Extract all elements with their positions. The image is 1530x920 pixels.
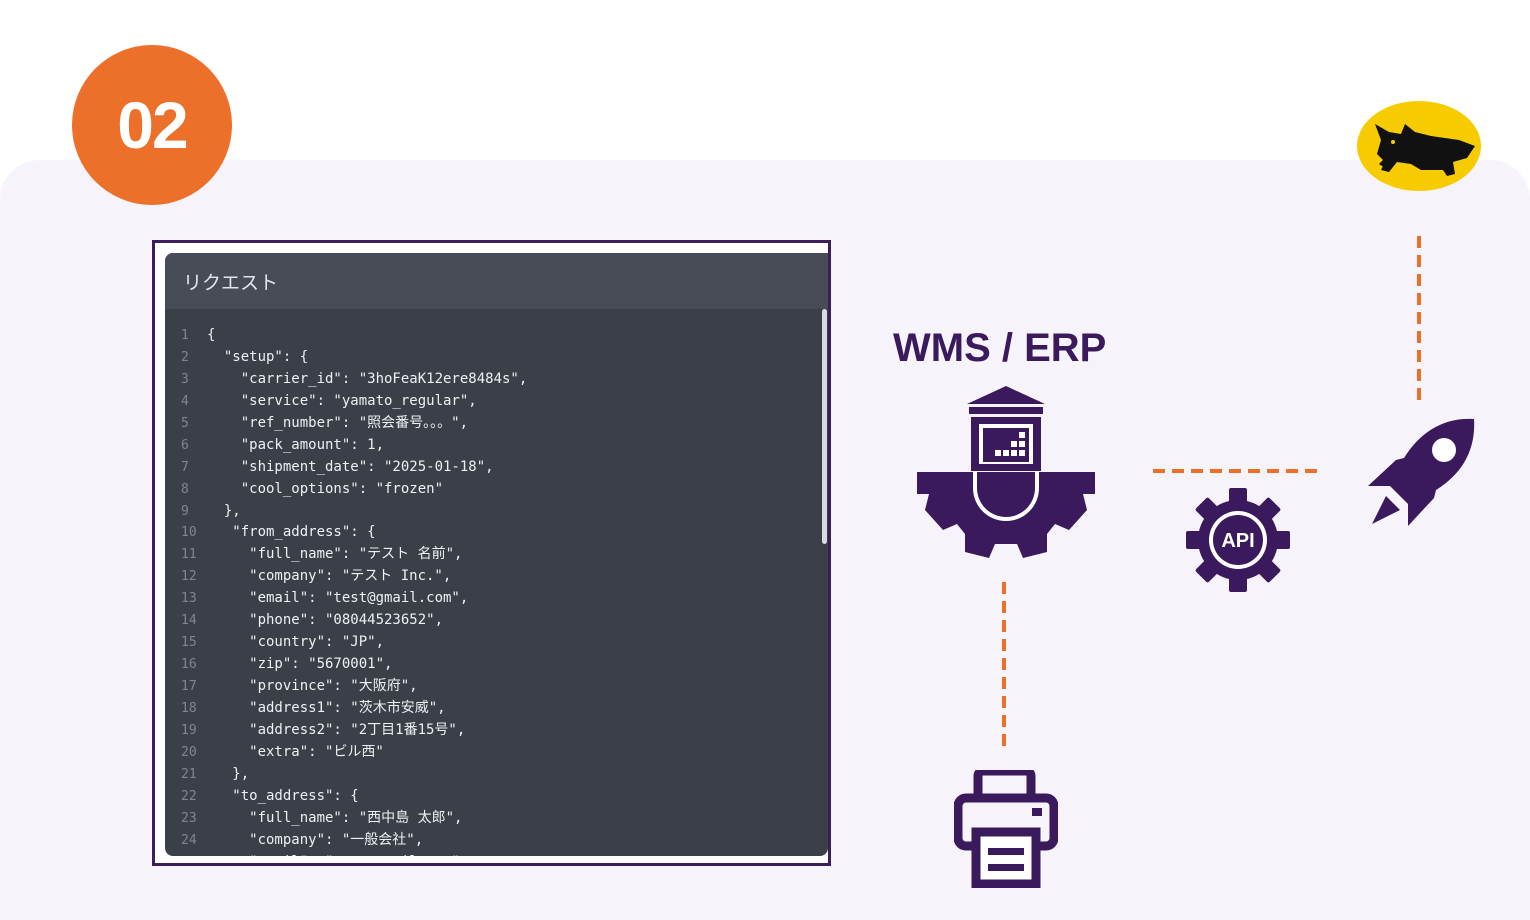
code-text: "extra": "ビル西"	[207, 743, 384, 760]
line-number: 22	[181, 788, 197, 804]
line-number: 5	[181, 415, 189, 431]
line-number: 9	[181, 503, 189, 519]
line-number: 1	[181, 328, 189, 343]
line-number: 8	[181, 481, 189, 497]
code-text: "full_name": "西中島 太郎",	[207, 809, 463, 826]
line-number: 18	[181, 700, 197, 716]
code-text: "country": "JP",	[207, 634, 385, 651]
code-line: 7 "shipment_date": "2025-01-18",	[165, 457, 828, 479]
line-number: 14	[181, 613, 197, 629]
code-line: 21 },	[165, 764, 828, 786]
code-line: 2 "setup": {	[165, 347, 828, 369]
line-number: 19	[181, 722, 197, 738]
code-line: 1{	[165, 325, 828, 347]
code-text: "to_address": {	[207, 787, 359, 804]
line-number: 3	[181, 371, 189, 387]
code-text: "zip": "5670001",	[207, 656, 393, 673]
code-text: "from_address": {	[207, 524, 376, 541]
line-number: 13	[181, 591, 197, 607]
line-number: 17	[181, 679, 197, 694]
line-number: 4	[181, 393, 189, 409]
code-line: 17 "province": "大阪府",	[165, 676, 828, 698]
code-line: 4 "service": "yamato_regular",	[165, 391, 828, 413]
rocket-icon	[1368, 418, 1475, 526]
line-number: 10	[181, 525, 197, 541]
code-text: "address1": "茨木市安威",	[207, 699, 446, 716]
code-text: "phone": "08044523652",	[207, 612, 444, 629]
line-number: 7	[181, 459, 189, 475]
line-number: 24	[181, 832, 197, 848]
code-line: 12 "company": "テスト Inc.",	[165, 566, 828, 588]
code-text: "email": "test@gmail.com",	[207, 854, 468, 857]
code-text: "ref_number": "照会番号。。。",	[207, 414, 469, 431]
code-text: "full_name": "テスト 名前",	[207, 546, 463, 563]
code-text: "province": "大阪府",	[207, 678, 418, 694]
line-number: 15	[181, 635, 197, 651]
line-number: 23	[181, 810, 197, 826]
api-label: API	[1221, 530, 1254, 552]
line-number: 25	[165, 852, 207, 857]
code-line: 15 "country": "JP",	[165, 632, 828, 654]
code-panel-title: リクエスト	[165, 253, 828, 309]
code-line: 16 "zip": "5670001",	[165, 654, 828, 676]
code-line: 20 "extra": "ビル西"	[165, 742, 828, 764]
code-scrollbar[interactable]	[822, 309, 827, 544]
code-text: "service": "yamato_regular",	[207, 392, 477, 409]
code-line: 24 "company": "一般会社",	[165, 830, 828, 852]
line-number: 12	[181, 569, 197, 585]
code-line: 9 },	[165, 501, 828, 523]
code-line: 10 "from_address": {	[165, 522, 828, 544]
api-gear-icon: API	[1186, 488, 1290, 592]
code-text: "shipment_date": "2025-01-18",	[207, 458, 494, 475]
request-code-window: リクエスト 1{2 "setup": {3 "carrier_id": "3ho…	[165, 253, 828, 856]
yamato-cat-logo	[1357, 101, 1481, 191]
code-text: },	[207, 765, 250, 782]
code-line: 18 "address1": "茨木市安威",	[165, 698, 828, 720]
code-text: {	[207, 327, 216, 343]
code-text: "pack_amount": 1,	[207, 436, 385, 453]
code-line: 5 "ref_number": "照会番号。。。",	[165, 413, 828, 435]
step-number-badge: 02	[72, 45, 232, 205]
code-line: 23 "full_name": "西中島 太郎",	[165, 808, 828, 830]
code-text: "carrier_id": "3hoFeaK12ere8484s",	[207, 370, 528, 387]
code-text: },	[207, 502, 241, 519]
code-line: 3 "carrier_id": "3hoFeaK12ere8484s",	[165, 369, 828, 391]
code-line: 13 "email": "test@gmail.com",	[165, 588, 828, 610]
system-label: WMS / ERP	[893, 326, 1107, 370]
code-line: 11 "full_name": "テスト 名前",	[165, 544, 828, 566]
code-line: 14 "phone": "08044523652",	[165, 610, 828, 632]
line-number: 6	[181, 437, 189, 453]
code-line: 19 "address2": "2丁目1番15号",	[165, 720, 828, 742]
code-body[interactable]: 1{2 "setup": {3 "carrier_id": "3hoFeaK12…	[165, 309, 828, 856]
code-text: "company": "テスト Inc.",	[207, 568, 452, 585]
code-text: "company": "一般会社",	[207, 831, 424, 848]
line-number: 11	[181, 547, 197, 563]
line-number: 16	[181, 657, 197, 673]
code-line: 8 "cool_options": "frozen"	[165, 479, 828, 501]
line-number: 2	[181, 349, 189, 365]
printer-icon	[954, 770, 1058, 888]
warehouse-gear-icon	[917, 386, 1095, 558]
code-line: 22 "to_address": {	[165, 786, 828, 808]
code-text: "cool_options": "frozen"	[207, 480, 444, 497]
request-code-frame: リクエスト 1{2 "setup": {3 "carrier_id": "3ho…	[152, 240, 831, 866]
code-line: 6 "pack_amount": 1,	[165, 435, 828, 457]
code-text: "address2": "2丁目1番15号",	[207, 721, 466, 738]
line-number: 21	[181, 766, 197, 782]
code-text: "setup": {	[207, 348, 309, 365]
code-text: "email": "test@gmail.com",	[207, 590, 469, 607]
line-number: 20	[181, 744, 197, 760]
code-line: 25 "email": "test@gmail.com",	[165, 852, 828, 857]
